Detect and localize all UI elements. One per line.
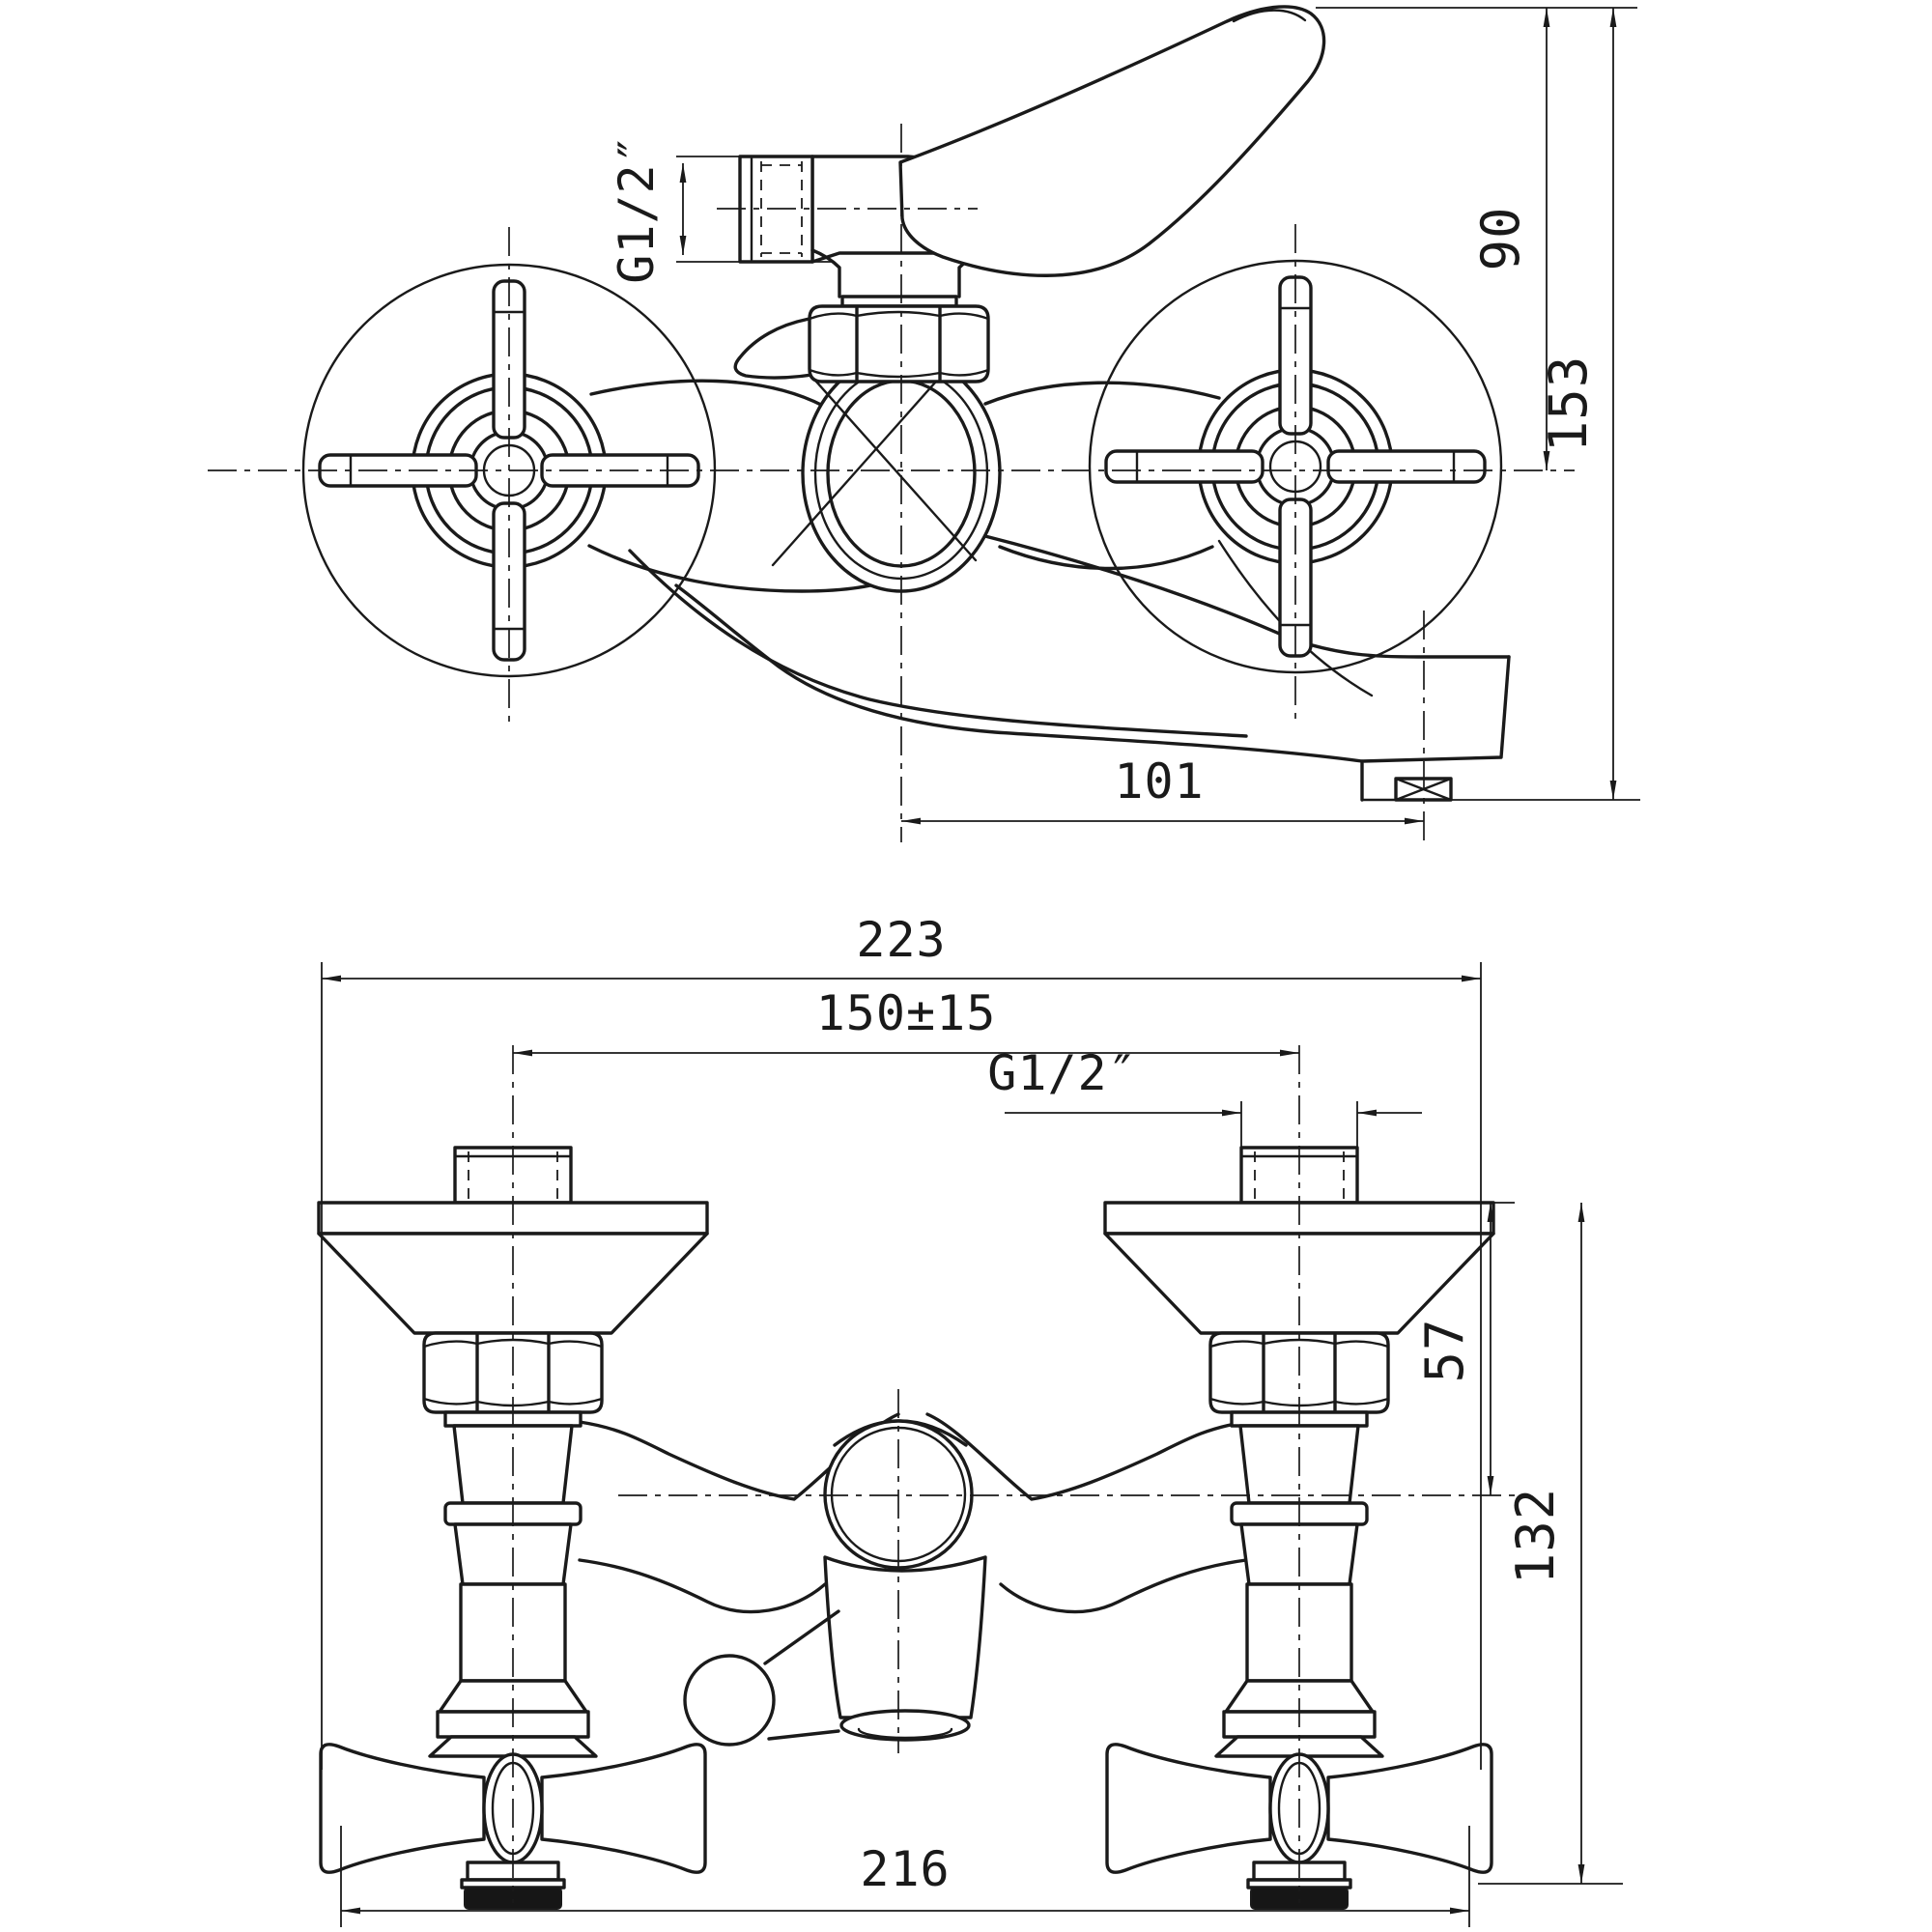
lever-cap-seam bbox=[1232, 9, 1307, 23]
dimension-label: G1/2″ bbox=[609, 133, 665, 284]
dim-132: 132 bbox=[1478, 1203, 1623, 1885]
dim-216: 216 bbox=[340, 1826, 1470, 1927]
tub-spout-front bbox=[628, 531, 1511, 802]
dimension-label: G1/2″ bbox=[987, 1045, 1138, 1101]
dim-57: 57 bbox=[1364, 1202, 1515, 1495]
dim-150: 150±15 bbox=[513, 985, 1299, 1057]
dim-223: 223 bbox=[321, 912, 1482, 1770]
dimension-label: 150±15 bbox=[816, 985, 997, 1041]
diverter-lever-edge bbox=[763, 1609, 840, 1665]
center-spout-plan bbox=[683, 1555, 987, 1747]
dimension-label: 57 bbox=[1414, 1318, 1475, 1382]
dimension-label: 216 bbox=[860, 1841, 950, 1897]
plan-view-centerlines bbox=[512, 1045, 1515, 1903]
dim-g12-plan: G1/2″ bbox=[987, 1045, 1422, 1201]
dimension-label: 223 bbox=[856, 912, 946, 968]
dim-101: 101 bbox=[901, 753, 1424, 825]
spout-tip bbox=[839, 1709, 971, 1742]
dimension-label: 132 bbox=[1505, 1488, 1566, 1585]
dim-g12-front: G1/2″ bbox=[609, 133, 884, 284]
section-diagonal bbox=[771, 346, 968, 567]
dimension-label: 101 bbox=[1114, 753, 1204, 810]
front-view: G1/2″ 90 153 101 bbox=[208, 5, 1640, 842]
plan-view: 223 150±15 G1/2″ 57 132 216 bbox=[317, 912, 1623, 1927]
dimension-label: 90 bbox=[1470, 206, 1531, 270]
front-view-centerlines bbox=[208, 124, 1575, 842]
lever-handle bbox=[898, 5, 1326, 277]
aerator-outlet bbox=[1360, 777, 1453, 802]
diverter-lever-edge bbox=[767, 1729, 840, 1741]
dimension-label: 153 bbox=[1538, 355, 1599, 453]
center-hex-nut bbox=[808, 295, 990, 384]
dim-153: 153 bbox=[1451, 8, 1640, 801]
dim-90: 90 bbox=[1316, 7, 1637, 470]
diverter-lever-knob bbox=[683, 1654, 776, 1747]
